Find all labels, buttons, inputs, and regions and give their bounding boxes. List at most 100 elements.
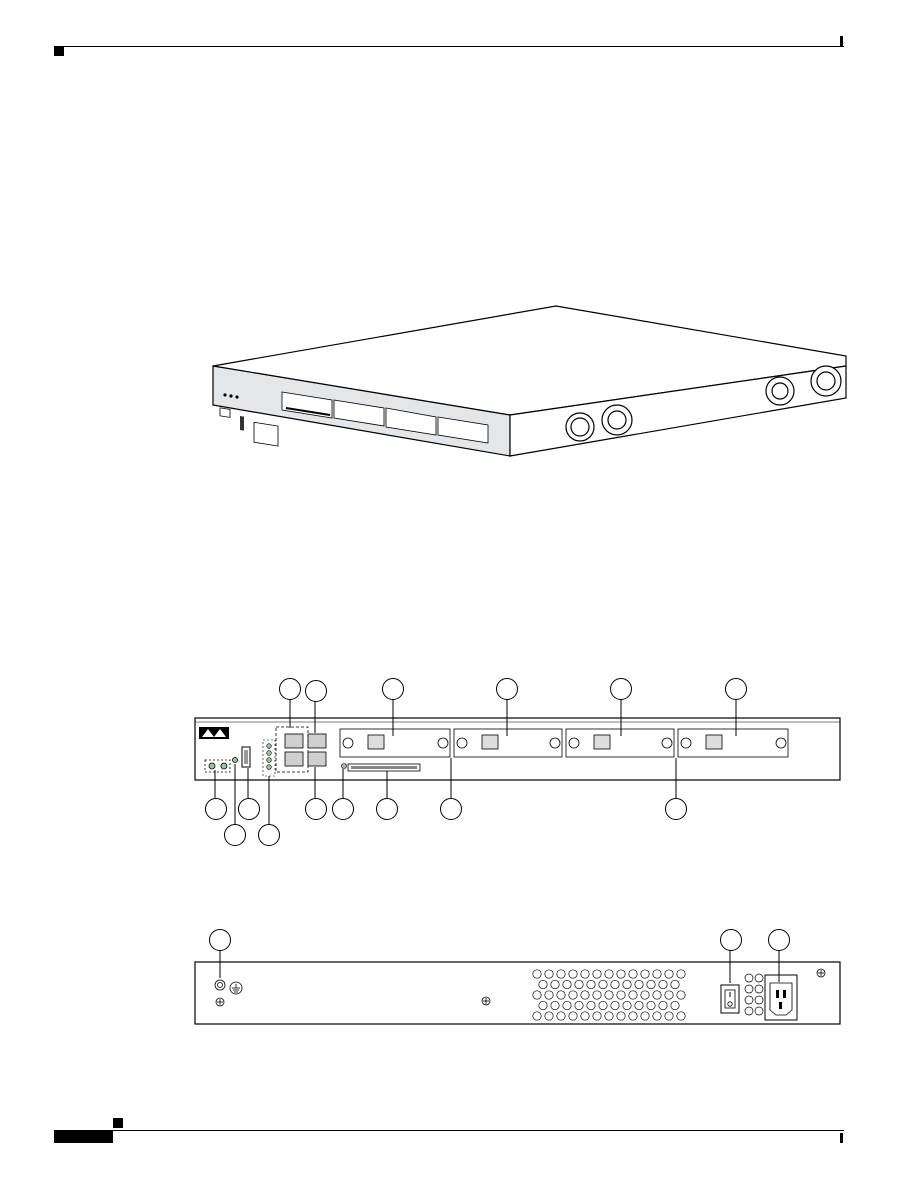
callout-marker bbox=[238, 798, 260, 820]
callout-marker bbox=[610, 678, 632, 700]
vent-hole bbox=[628, 990, 638, 1000]
vent-hole bbox=[664, 990, 674, 1000]
footer-marker-left bbox=[113, 1118, 123, 1128]
front-module-slot-2 bbox=[333, 399, 385, 427]
vent-hole bbox=[574, 979, 584, 990]
vent-hole bbox=[622, 1000, 632, 1011]
vent-hole bbox=[744, 973, 754, 983]
module-card-icon bbox=[339, 728, 789, 758]
vent-hole bbox=[562, 979, 572, 990]
fan-icon bbox=[565, 365, 842, 442]
vent-hole bbox=[628, 1011, 638, 1021]
led-indicators-icon bbox=[204, 757, 238, 773]
vent-hole bbox=[676, 990, 686, 1000]
vent-hole bbox=[532, 969, 542, 979]
callout-marker bbox=[665, 798, 687, 820]
chassis-side-face bbox=[509, 365, 847, 457]
vent-hole bbox=[604, 1011, 614, 1021]
vent-hole bbox=[580, 969, 590, 979]
vent-hole bbox=[754, 1006, 764, 1016]
vent-hole bbox=[610, 1000, 620, 1011]
vent-hole bbox=[592, 1011, 602, 1021]
vent-hole bbox=[556, 990, 566, 1000]
front-module-slot-4 bbox=[437, 416, 489, 444]
vent-hole bbox=[676, 969, 686, 979]
vent-hole bbox=[754, 973, 764, 983]
ground-screw-icon bbox=[214, 968, 826, 1007]
footer-marker-right bbox=[840, 1133, 843, 1143]
callout-marker bbox=[382, 678, 404, 700]
vent-hole bbox=[532, 990, 542, 1000]
vent-hole bbox=[744, 984, 754, 994]
vent-hole bbox=[628, 969, 638, 979]
header-marker-left bbox=[54, 46, 64, 56]
vent-hole bbox=[640, 1011, 650, 1021]
vent-hole bbox=[586, 979, 596, 990]
ethernet-ports-icon bbox=[284, 733, 327, 767]
footer-rule bbox=[54, 1130, 844, 1131]
callout-marker bbox=[720, 929, 742, 951]
callout-marker bbox=[332, 798, 354, 820]
callout-marker bbox=[376, 798, 398, 820]
callout-marker bbox=[496, 678, 518, 700]
vent-hole bbox=[670, 1000, 680, 1011]
vent-hole bbox=[556, 969, 566, 979]
vent-hole bbox=[568, 1011, 578, 1021]
rear-panel-frame bbox=[194, 961, 841, 1025]
vent-hole bbox=[616, 990, 626, 1000]
vent-hole bbox=[652, 969, 662, 979]
vent-hole bbox=[568, 990, 578, 1000]
vent-hole bbox=[652, 990, 662, 1000]
front-module-slot-3 bbox=[385, 407, 437, 436]
callout-marker bbox=[258, 824, 280, 846]
callout-marker bbox=[305, 798, 327, 820]
vent-hole bbox=[670, 979, 680, 990]
vent-hole bbox=[658, 979, 668, 990]
vent-holes-icon bbox=[532, 969, 764, 1021]
vent-hole bbox=[652, 1011, 662, 1021]
callout-marker bbox=[305, 680, 327, 702]
vent-hole bbox=[556, 1011, 566, 1021]
vent-hole bbox=[562, 1000, 572, 1011]
callout-marker bbox=[205, 798, 227, 820]
callout-marker bbox=[725, 678, 747, 700]
vent-hole bbox=[592, 969, 602, 979]
vent-hole bbox=[598, 979, 608, 990]
callout-marker bbox=[768, 929, 790, 951]
callout-marker bbox=[279, 678, 301, 700]
vent-hole bbox=[616, 969, 626, 979]
vent-hole bbox=[664, 969, 674, 979]
vent-hole bbox=[586, 1000, 596, 1011]
vent-hole bbox=[622, 979, 632, 990]
vent-hole bbox=[544, 990, 554, 1000]
vent-hole bbox=[646, 979, 656, 990]
vent-hole bbox=[616, 1011, 626, 1021]
vent-hole bbox=[634, 979, 644, 990]
front-logo-block bbox=[219, 407, 231, 418]
vent-hole bbox=[550, 979, 560, 990]
vent-hole bbox=[538, 1000, 548, 1011]
vent-hole bbox=[544, 1011, 554, 1021]
vent-hole bbox=[568, 969, 578, 979]
vent-hole bbox=[580, 1011, 590, 1021]
vent-hole bbox=[598, 1000, 608, 1011]
cisco-logo-icon bbox=[199, 727, 229, 739]
vent-hole bbox=[646, 1000, 656, 1011]
callout-marker bbox=[209, 929, 231, 951]
callout-marker bbox=[224, 824, 246, 846]
callout-marker bbox=[440, 798, 462, 820]
vent-hole bbox=[754, 984, 764, 994]
vent-hole bbox=[532, 1011, 542, 1021]
vent-hole bbox=[744, 995, 754, 1005]
vent-hole bbox=[604, 990, 614, 1000]
front-ports-block bbox=[253, 421, 279, 447]
vent-hole bbox=[664, 1011, 674, 1021]
header-rule bbox=[54, 46, 844, 47]
vent-hole bbox=[658, 1000, 668, 1011]
vent-hole bbox=[610, 979, 620, 990]
footer-page-block bbox=[54, 1131, 113, 1143]
vent-hole bbox=[580, 990, 590, 1000]
